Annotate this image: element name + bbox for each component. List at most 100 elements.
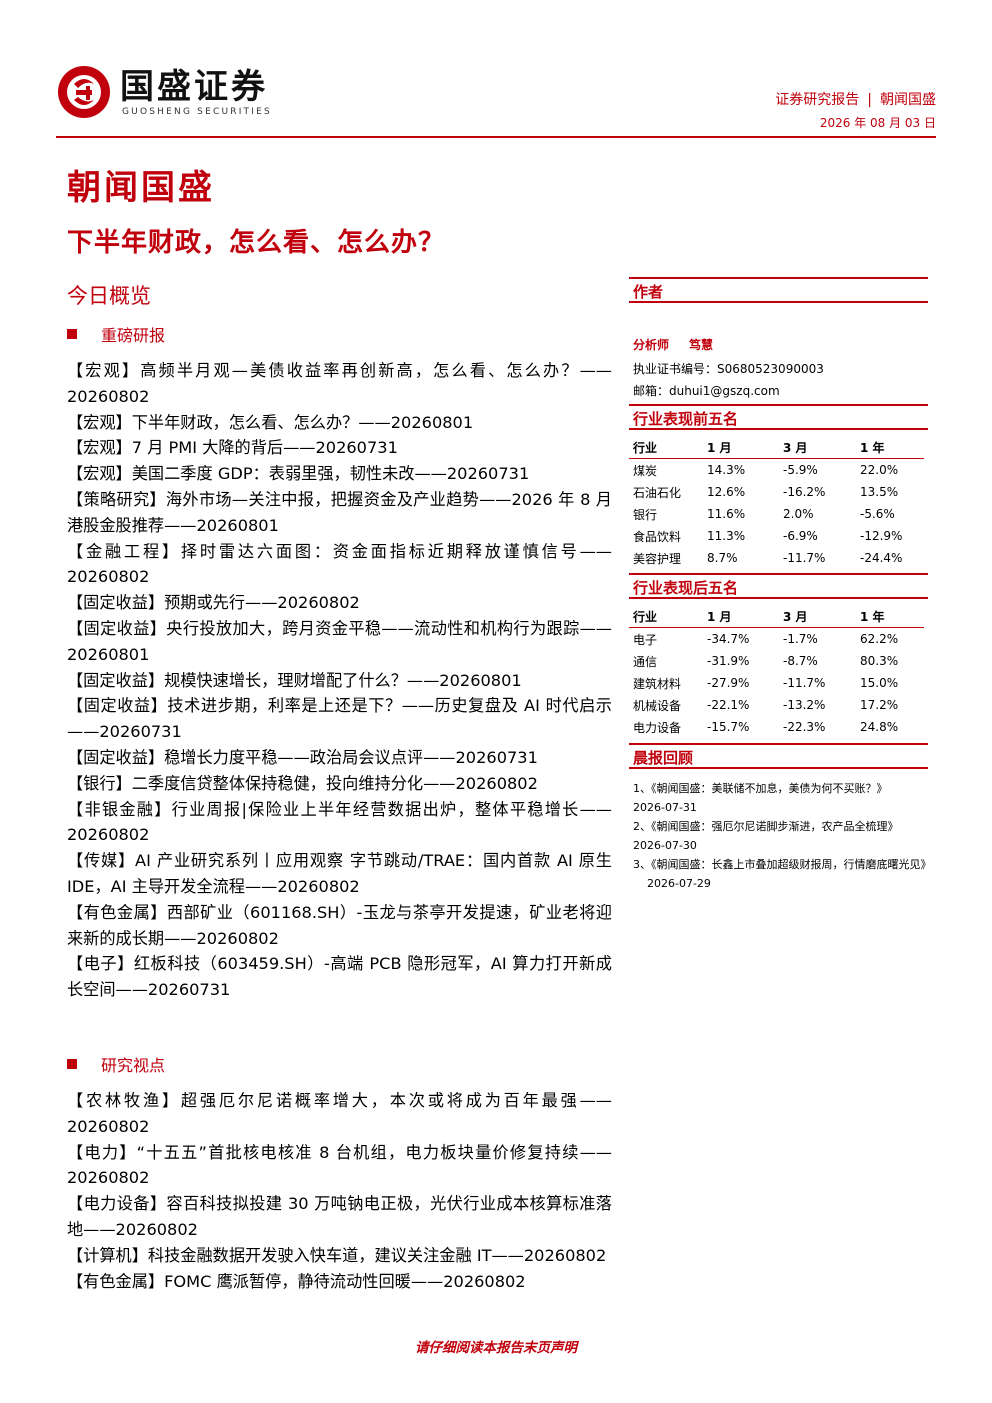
list-item[interactable]: 【策略研究】海外市场—关注中报，把握资金及产业趋势——2026 年 8 月港股金… bbox=[67, 489, 612, 535]
list-item[interactable]: 【固定收益】稳增长力度平稳——政治局会议点评——20260731 bbox=[67, 747, 538, 767]
review-title[interactable]: 3、《朝闻国盛：长鑫上市叠加超级财报周，行情磨底曙光见》 bbox=[633, 858, 932, 871]
list-item[interactable]: 3、《朝闻国盛：长鑫上市叠加超级财报周，行情磨底曙光见》 2026-07-29 bbox=[633, 855, 932, 893]
report-date: 2026 年 08 月 03 日 bbox=[819, 116, 936, 130]
research-views-list: 【农林牧渔】超强厄尔尼诺概率增大，本次或将成为百年最强——20260802 【电… bbox=[67, 1088, 612, 1294]
column-header: 3 月 bbox=[783, 440, 808, 455]
author-name: 笃慧 bbox=[689, 338, 714, 352]
key-reports-list: 【宏观】高频半月观—美债收益率再创新高，怎么看、怎么办？——20260802 【… bbox=[67, 358, 612, 1003]
research-views-heading-label: 研究视点 bbox=[101, 1056, 166, 1075]
review-title[interactable]: 2、《朝闻国盛：强厄尔尼诺脚步渐进，农产品全梳理》 bbox=[633, 820, 899, 833]
table-row: 电力设备 -15.7% -22.3% 24.8% bbox=[629, 716, 924, 738]
column-header: 行业 bbox=[633, 609, 658, 624]
table-row: 通信 -31.9% -8.7% 80.3% bbox=[629, 650, 924, 672]
value-cell: -6.9% bbox=[783, 529, 818, 543]
table-header-row: 行业 1 月 3 月 1 年 bbox=[629, 436, 924, 459]
value-cell: 2.0% bbox=[783, 507, 814, 521]
value-cell: -31.9% bbox=[707, 654, 750, 668]
list-item[interactable]: 【金融工程】择时雷达六面图：资金面指标近期释放谨慎信号——20260802 bbox=[67, 541, 612, 587]
column-header: 1 年 bbox=[860, 609, 885, 624]
table-row: 食品饮料 11.3% -6.9% -12.9% bbox=[629, 525, 924, 547]
report-series-label: 朝闻国盛 bbox=[880, 92, 936, 108]
value-cell: 14.3% bbox=[707, 463, 746, 477]
list-item[interactable]: 【有色金属】西部矿业（601168.SH）-玉龙与茶亭开发提速，矿业老将迎来新的… bbox=[67, 902, 612, 948]
value-cell: 15.0% bbox=[860, 676, 899, 690]
value-cell: 24.8% bbox=[860, 720, 899, 734]
review-date: 2026-07-29 bbox=[647, 877, 711, 890]
column-header: 1 月 bbox=[707, 609, 732, 624]
list-item[interactable]: 【有色金属】FOMC 鹰派暂停，静待流动性回暖——20260802 bbox=[67, 1271, 526, 1291]
value-cell: -15.7% bbox=[707, 720, 750, 734]
list-item[interactable]: 【电力】“十五五”首批核电核准 8 台机组，电力板块量价修复持续——202608… bbox=[67, 1142, 612, 1188]
header-divider bbox=[56, 136, 936, 138]
list-item[interactable]: 【农林牧渔】超强厄尔尼诺概率增大，本次或将成为百年最强——20260802 bbox=[67, 1091, 612, 1136]
author-section-heading: 作者 bbox=[629, 277, 928, 303]
list-item[interactable]: 【固定收益】预期或先行——20260802 bbox=[67, 593, 360, 613]
value-cell: 80.3% bbox=[860, 654, 899, 668]
review-date: 2026-07-31 bbox=[633, 801, 697, 814]
value-cell: -16.2% bbox=[783, 485, 826, 499]
author-cert: 执业证书编号：S0680523090003 bbox=[633, 362, 824, 376]
value-cell: 62.2% bbox=[860, 632, 899, 646]
bottom5-section-heading: 行业表现后五名 bbox=[629, 573, 928, 599]
industry-cell: 美容护理 bbox=[633, 551, 682, 566]
industry-cell: 建筑材料 bbox=[633, 676, 682, 691]
main-title: 下半年财政，怎么看、怎么办？ bbox=[67, 228, 446, 258]
research-views-heading: 研究视点 bbox=[67, 1052, 165, 1076]
table-row: 电子 -34.7% -1.7% 62.2% bbox=[629, 628, 924, 651]
value-cell: -24.4% bbox=[860, 551, 903, 565]
brand-subtitle: GUOSHENG SECURITIES bbox=[122, 107, 272, 117]
industry-cell: 机械设备 bbox=[633, 698, 682, 713]
value-cell: 17.2% bbox=[860, 698, 899, 712]
value-cell: 22.0% bbox=[860, 463, 899, 477]
header-separator: | bbox=[867, 92, 872, 108]
industry-cell: 电力设备 bbox=[633, 720, 682, 735]
series-title: 朝闻国盛 bbox=[67, 168, 215, 208]
list-item[interactable]: 【传媒】AI 产业研究系列丨应用观察 字节跳动/TRAE：国内首款 AI 原生 … bbox=[67, 851, 612, 896]
value-cell: -5.6% bbox=[860, 507, 895, 521]
list-item[interactable]: 【固定收益】央行投放加大，跨月资金平稳——流动性和机构行为跟踪——2026080… bbox=[67, 618, 612, 664]
brand-name: 国盛证券 bbox=[120, 67, 268, 107]
key-reports-heading: 重磅研报 bbox=[67, 322, 165, 346]
value-cell: -12.9% bbox=[860, 529, 903, 543]
industry-cell: 银行 bbox=[633, 507, 658, 522]
list-item[interactable]: 【电子】红板科技（603459.SH）-高端 PCB 隐形冠军，AI 算力打开新… bbox=[67, 954, 612, 1000]
value-cell: -27.9% bbox=[707, 676, 750, 690]
list-item[interactable]: 【银行】二季度信贷整体保持稳健，投向维持分化——20260802 bbox=[67, 773, 538, 793]
review-date: 2026-07-30 bbox=[633, 839, 697, 852]
column-header: 行业 bbox=[633, 440, 658, 455]
table-row: 建筑材料 -27.9% -11.7% 15.0% bbox=[629, 672, 924, 694]
list-item[interactable]: 【电力设备】容百科技拟投建 30 万吨钠电正极，光伏行业成本核算标准落地——20… bbox=[67, 1194, 612, 1239]
value-cell: -22.1% bbox=[707, 698, 750, 712]
key-reports-heading-label: 重磅研报 bbox=[101, 326, 166, 345]
value-cell: -34.7% bbox=[707, 632, 750, 646]
industry-cell: 石油石化 bbox=[633, 485, 682, 500]
review-title[interactable]: 1、《朝闻国盛：美联储不加息，美债为何不买账？》 bbox=[633, 782, 888, 795]
report-type-label: 证券研究报告 bbox=[775, 92, 860, 108]
list-item[interactable]: 【宏观】高频半月观—美债收益率再创新高，怎么看、怎么办？——20260802 bbox=[67, 361, 612, 406]
table-row: 美容护理 8.7% -11.7% -24.4% bbox=[629, 547, 924, 569]
list-item[interactable]: 【宏观】美国二季度 GDP：表弱里强，韧性未改——20260731 bbox=[67, 464, 530, 484]
table-row: 煤炭 14.3% -5.9% 22.0% bbox=[629, 459, 924, 482]
bullet-square-icon bbox=[67, 329, 77, 339]
bullet-square-icon bbox=[67, 1059, 77, 1069]
morning-review-list: 1、《朝闻国盛：美联储不加息，美债为何不买账？》 2026-07-31 2、《朝… bbox=[633, 779, 932, 893]
list-item[interactable]: 【非银金融】行业周报|保险业上半年经营数据出炉，整体平稳增长——20260802 bbox=[67, 799, 612, 845]
list-item[interactable]: 【宏观】下半年财政，怎么看、怎么办？——20260801 bbox=[67, 412, 474, 432]
author-email[interactable]: 邮箱：duhui1@gszq.com bbox=[633, 384, 780, 398]
value-cell: -5.9% bbox=[783, 463, 818, 477]
bottom5-table: 行业 1 月 3 月 1 年 电子 -34.7% -1.7% 62.2% 通信 … bbox=[629, 605, 924, 738]
value-cell: -13.2% bbox=[783, 698, 826, 712]
guosheng-logo-icon bbox=[58, 66, 110, 118]
list-item[interactable]: 【固定收益】规模快速增长，理财增配了什么？——20260801 bbox=[67, 670, 522, 690]
industry-cell: 电子 bbox=[633, 632, 658, 647]
header-report-type: 证券研究报告 | 朝闻国盛 bbox=[775, 89, 936, 109]
top5-table: 行业 1 月 3 月 1 年 煤炭 14.3% -5.9% 22.0% 石油石化… bbox=[629, 436, 924, 569]
list-item[interactable]: 【计算机】科技金融数据开发驶入快车道，建议关注金融 IT——20260802 bbox=[67, 1245, 607, 1265]
list-item[interactable]: 【宏观】7 月 PMI 大降的背后——20260731 bbox=[67, 438, 398, 458]
value-cell: -11.7% bbox=[783, 676, 826, 690]
industry-cell: 食品饮料 bbox=[633, 529, 682, 544]
column-header: 1 年 bbox=[860, 440, 885, 455]
list-item[interactable]: 【固定收益】技术进步期，利率是上还是下？——历史复盘及 AI 时代启示——202… bbox=[67, 696, 612, 742]
value-cell: 12.6% bbox=[707, 485, 746, 499]
value-cell: -8.7% bbox=[783, 654, 818, 668]
